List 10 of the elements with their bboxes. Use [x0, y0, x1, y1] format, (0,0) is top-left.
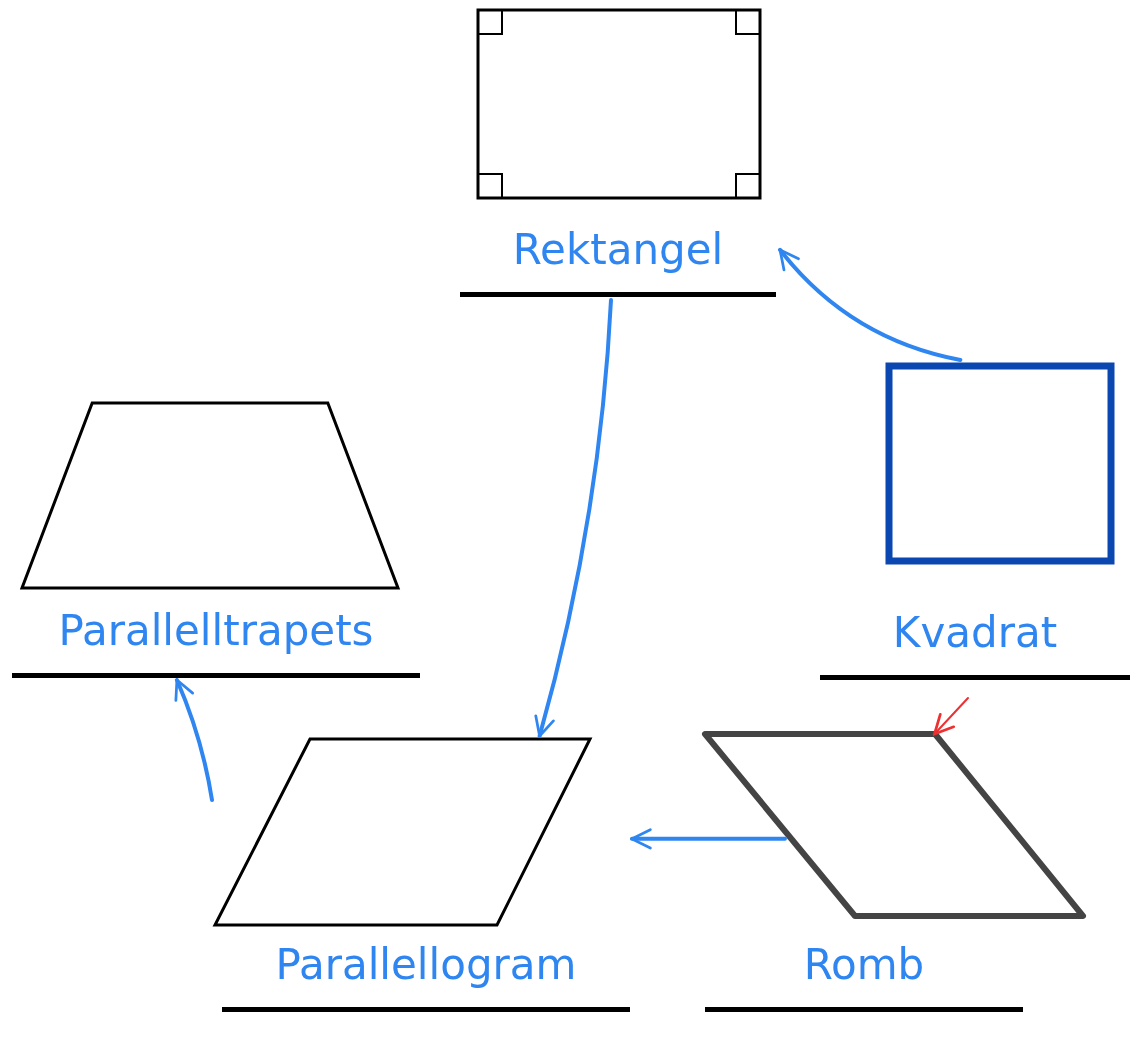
arrow [933, 697, 969, 736]
shape-name: Parallellogram [222, 930, 630, 1012]
shape-name: Rektangel [460, 215, 776, 297]
arrow [174, 678, 214, 802]
arrow [534, 298, 613, 738]
shape-name: Romb [705, 930, 1023, 1012]
shape-name: Parallelltrapets [12, 596, 420, 678]
arrow [778, 247, 963, 362]
shape-name: Kvadrat [820, 598, 1130, 680]
arrow [630, 828, 787, 850]
